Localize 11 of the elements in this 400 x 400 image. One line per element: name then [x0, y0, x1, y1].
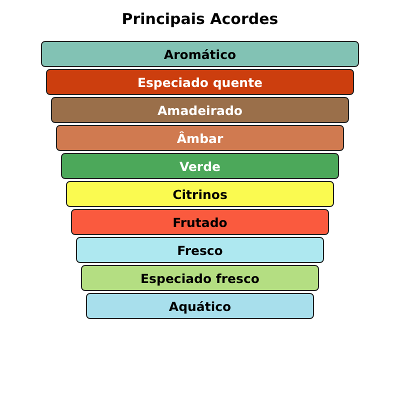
accord-bar: Especiado quente	[46, 69, 354, 95]
chart-title: Principais Acordes	[120, 10, 280, 28]
accord-bar: Verde	[61, 153, 339, 179]
accord-bar: Especiado fresco	[81, 265, 319, 291]
accord-bar: Fresco	[76, 237, 324, 263]
accord-bar: Frutado	[71, 209, 329, 235]
accord-bar: Amadeirado	[51, 97, 349, 123]
accord-bar: Citrinos	[66, 181, 334, 207]
accord-bar: Aquático	[86, 293, 314, 319]
accord-bar: Aromático	[41, 41, 359, 67]
accord-bar: Âmbar	[56, 125, 344, 151]
